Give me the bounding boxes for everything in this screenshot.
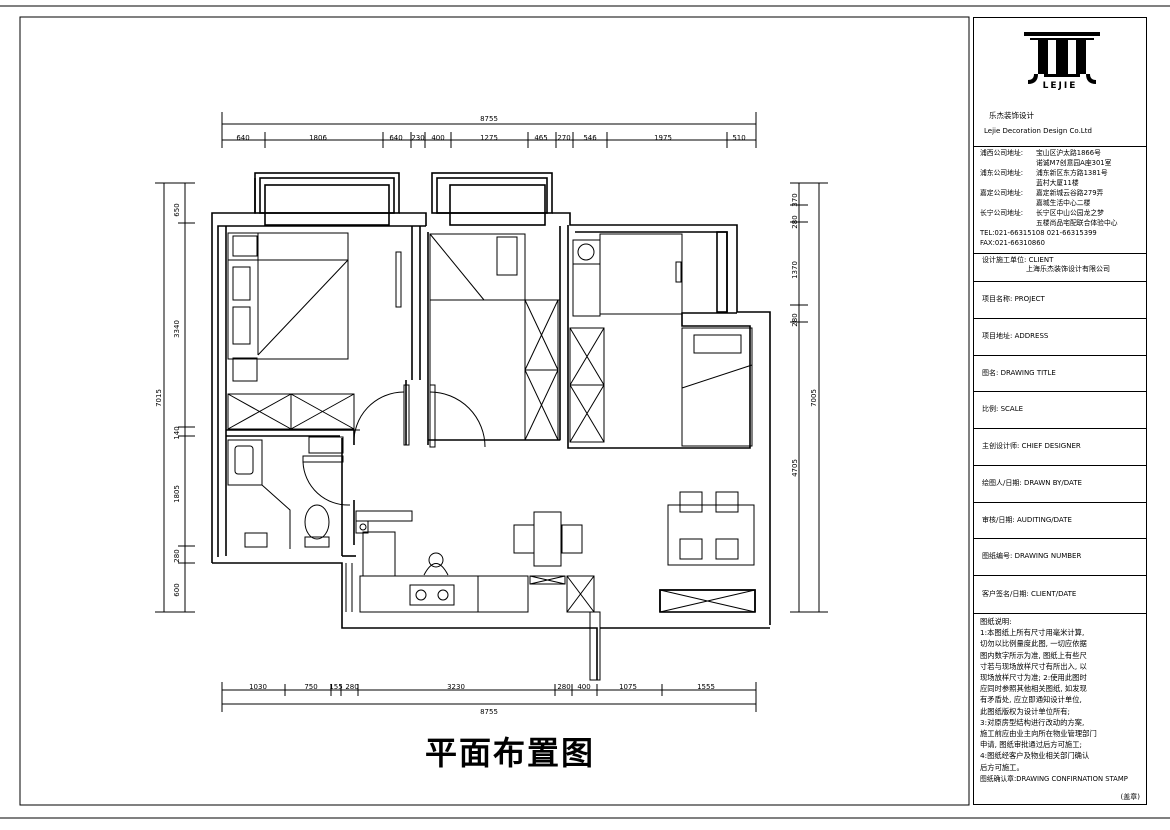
- stamp-sub: (盖章): [1120, 793, 1140, 801]
- master-bed: [227, 232, 349, 360]
- top-segment-dimension: 1275: [480, 134, 498, 142]
- company-name-cn: 乐杰装饰设计: [989, 111, 1034, 120]
- left-segment-labels: 7015 650 3340 140 1805 280 600: [155, 203, 181, 596]
- right-segment-labels: 7005 4705 370 280 1370 280: [791, 193, 818, 477]
- bed-2: [429, 233, 526, 301]
- stamp-label: 图纸确认章:DRAWING CONFIRNATION STAMP: [980, 774, 1128, 783]
- notes-body: 1:本图纸上所有尺寸用毫米计算, 切勿以比例量度此图, 一切应依据 图内数字所示…: [980, 628, 1097, 772]
- dimension-labels: 8755 8755: [480, 115, 498, 716]
- field-drawing-number: 图纸编号: DRAWING NUMBER: [974, 539, 1146, 576]
- right-segment-dimension: 1370: [791, 261, 799, 279]
- left-segment-dimension: 140: [173, 426, 181, 439]
- top-segment-dimension: 1975: [654, 134, 672, 142]
- drawing-frame: [19, 16, 970, 806]
- dining-table-2: [667, 504, 755, 566]
- bottom-segment-dimension: 1030: [249, 683, 267, 691]
- addresses: 浦西公司地址: 宝山区沪太路1866号 诺诚M7创意园A座301室 浦东公司地址…: [974, 146, 1146, 254]
- title-block: LEJIE 乐杰装饰设计 Lejie Decoration Design Co.…: [973, 17, 1147, 805]
- right-total-dimension: 7005: [810, 389, 818, 407]
- top-segment-labels: 640 1806 640 230 400 1275 465 270 546 1975 510: [236, 134, 745, 142]
- top-segment-dimension: 510: [732, 134, 745, 142]
- top-ticks: [221, 112, 757, 148]
- bottom-segment-dimension: 750: [304, 683, 317, 691]
- bottom-segment-dimension: 1075: [619, 683, 637, 691]
- top-segment-dimension: 1806: [309, 134, 327, 142]
- client-label: 设计施工单位: CLIENT: [982, 256, 1054, 264]
- right-inner-dimension: 4705: [791, 459, 799, 477]
- bottom-segment-dimension: 1555: [697, 683, 715, 691]
- bottom-segment-dimension: 280: [345, 683, 358, 691]
- left-segment-dimension: 650: [173, 203, 181, 216]
- address-label: 浦西公司地址:: [980, 149, 1024, 157]
- address-line: 宝山区沪太路1866号: [1036, 149, 1101, 157]
- top-total-dimension: 8755: [480, 115, 498, 123]
- bottom-ticks: [221, 682, 757, 712]
- master-door-arc: [353, 391, 405, 446]
- top-segment-dimension: 640: [389, 134, 402, 142]
- right-segment-dimension: 280: [791, 215, 799, 228]
- fax: FAX:021-66310860: [980, 239, 1045, 247]
- address-label: 嘉定公司地址:: [980, 189, 1024, 197]
- field-scale: 比例: SCALE: [974, 392, 1146, 429]
- bed-3: [681, 327, 753, 447]
- right-segment-dimension: 370: [791, 193, 799, 206]
- left-segment-dimension: 600: [173, 583, 181, 596]
- tel: TEL:021-66315108 021-66315399: [980, 229, 1097, 237]
- company-name-en: Lejie Decoration Design Co.Ltd: [984, 127, 1092, 135]
- notes: 图纸说明: 1:本图纸上所有尺寸用毫米计算, 切勿以比例量度此图, 一切应依据 …: [974, 614, 1146, 787]
- top-segment-dimension: 270: [557, 134, 570, 142]
- left-total-dimension: 7015: [155, 389, 163, 407]
- address-label: 浦东公司地址:: [980, 169, 1024, 177]
- person-symbol: [428, 552, 444, 568]
- left-segment-dimension: 280: [173, 549, 181, 562]
- bottom-segment-dimension: 3230: [447, 683, 465, 691]
- bottom-segment-dimension: 400: [577, 683, 590, 691]
- address-line: 浦东新区东方路1381号: [1036, 169, 1108, 177]
- left-segment-dimension: 3340: [173, 320, 181, 338]
- right-segment-dimension: 280: [791, 313, 799, 326]
- logo-area: LEJIE 乐杰装饰设计 Lejie Decoration Design Co.…: [974, 18, 1146, 147]
- field-drawing-title: 图名: DRAWING TITLE: [974, 356, 1146, 392]
- dining-table: [533, 511, 562, 567]
- client-row: 设计施工单位: CLIENT 上海乐杰装饰设计有限公司: [974, 253, 1146, 282]
- field-project: 项目名称: PROJECT: [974, 282, 1146, 319]
- left-ticks: [155, 182, 195, 613]
- address-line: 嘉定新城云谷路279弄: [1036, 189, 1104, 197]
- top-segment-dimension: 400: [431, 134, 444, 142]
- drawing-title: 平面布置图: [425, 734, 596, 772]
- toilet: [304, 504, 330, 540]
- field-auditing: 审核/日期: AUDITING/DATE: [974, 503, 1146, 539]
- right-ticks: [790, 182, 828, 613]
- bottom-total-dimension: 8755: [480, 708, 498, 716]
- address-line: 嘉城生活中心二楼: [1036, 199, 1091, 207]
- bottom-segment-dimension: 280: [557, 683, 570, 691]
- field-chief-designer: 主创设计师: CHIEF DESIGNER: [974, 429, 1146, 466]
- address-label: 长宁公司地址:: [980, 209, 1024, 217]
- top-segment-dimension: 465: [534, 134, 547, 142]
- field-drawn-by: 绘图人/日期: DRAWN BY/DATE: [974, 466, 1146, 503]
- kitchen-counter: [359, 575, 529, 613]
- field-client-date: 客户签名/日期: CLIENT/DATE: [974, 576, 1146, 614]
- address-line: 蓝村大厦11楼: [1036, 179, 1079, 187]
- address-line: 五楼尚品宅配联合体验中心: [1036, 219, 1118, 227]
- left-segment-dimension: 1805: [173, 485, 181, 503]
- top-segment-dimension: 230: [411, 134, 424, 142]
- address-line: 长宁区中山公园龙之梦: [1036, 209, 1104, 217]
- bottom-segment-dimension: 155: [329, 683, 342, 691]
- logo-text: LEJIE: [1042, 81, 1078, 91]
- address-line: 诺诚M7创意园A座301室: [1036, 159, 1112, 167]
- top-segment-dimension: 640: [236, 134, 249, 142]
- top-segment-dimension: 546: [583, 134, 597, 142]
- field-address: 项目地址: ADDRESS: [974, 319, 1146, 356]
- client-value: 上海乐杰装饰设计有限公司: [1026, 265, 1110, 274]
- lejie-logo-icon: [1024, 32, 1100, 84]
- notes-title: 图纸说明:: [980, 617, 1012, 626]
